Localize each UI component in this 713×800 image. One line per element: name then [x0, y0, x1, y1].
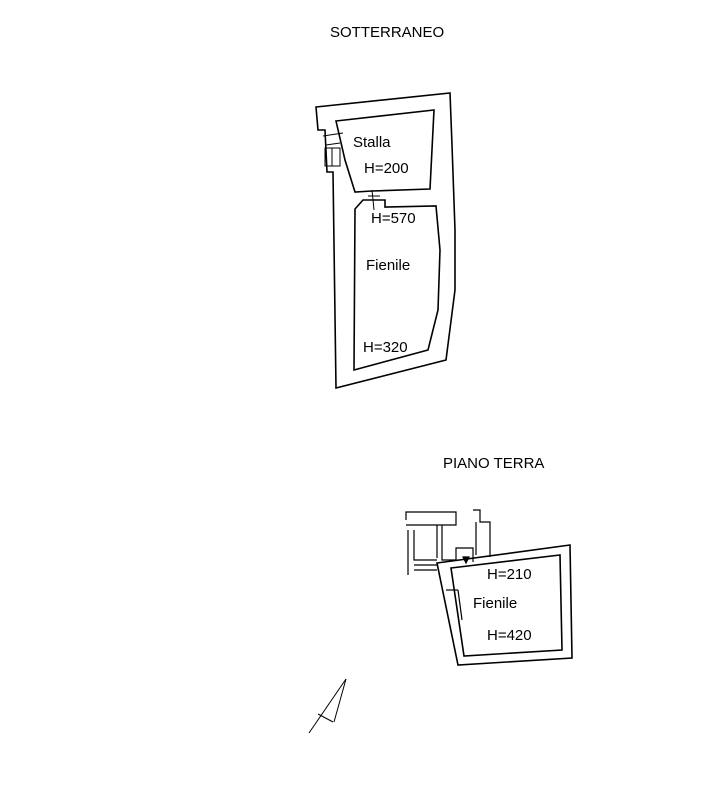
- sotterraneo-outer-wall: [315, 92, 456, 390]
- sotterraneo-plan: [315, 92, 456, 390]
- fienile-room-basement: [353, 199, 441, 372]
- floor-title-sotterraneo: SOTTERRANEO: [330, 24, 445, 41]
- height-label: H=200: [364, 160, 409, 177]
- height-label: H=570: [371, 210, 416, 227]
- room-label-fienile: Fienile: [366, 257, 411, 274]
- height-label: H=210: [487, 566, 532, 583]
- height-label: H=320: [363, 339, 408, 356]
- piano-terra-plan: [405, 509, 573, 666]
- room-label-fienile: Fienile: [473, 595, 518, 612]
- piano-terra-outer-wall: [436, 544, 573, 666]
- annex-structure: [405, 509, 491, 621]
- fienile-room-ground: [450, 554, 563, 657]
- floor-title-piano-terra: PIANO TERRA: [443, 455, 545, 472]
- height-label: H=420: [487, 627, 532, 644]
- stair-lines: [322, 132, 380, 211]
- stalla-room: [335, 109, 435, 193]
- north-arrow-icon: [308, 678, 347, 734]
- room-label-stalla: Stalla: [353, 134, 391, 151]
